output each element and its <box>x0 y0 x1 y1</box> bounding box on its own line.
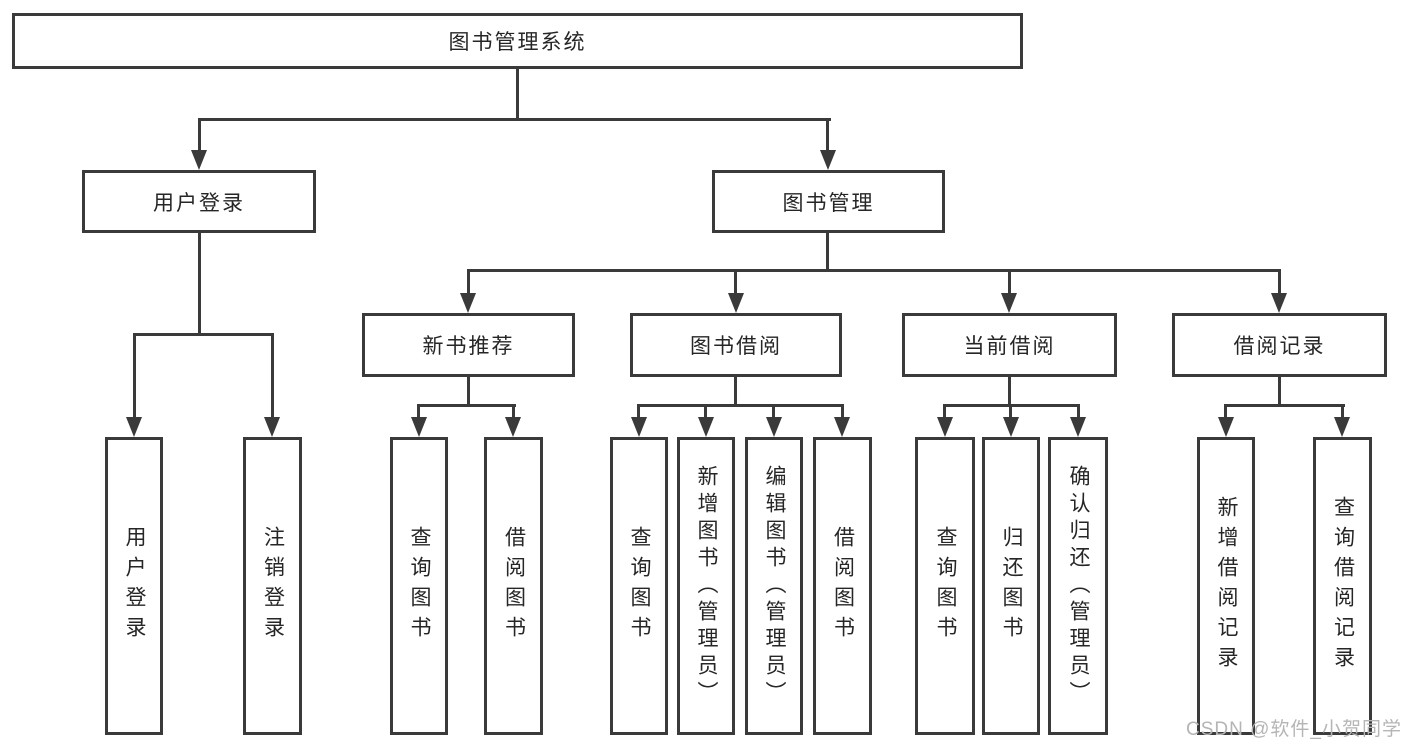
node-borrow-record: 借阅记录 <box>1172 313 1387 377</box>
arrowhead-br-add <box>1218 417 1234 437</box>
connector-drop-cb-return <box>1009 404 1012 419</box>
arrowhead-nb-query <box>411 417 427 437</box>
connector-drop-borrow-record <box>1278 269 1281 295</box>
node-book-borrow: 图书借阅 <box>630 313 842 377</box>
connector-drop-br-query <box>1341 404 1344 419</box>
connector-drop-br-add <box>1224 404 1227 419</box>
connector-book-borrow-rail <box>637 404 844 407</box>
connector-current-borrow-stem <box>1008 375 1011 407</box>
arrowhead-book-borrow <box>728 293 744 313</box>
connector-user-login-stem <box>198 231 201 335</box>
node-book-management-branch: 图书管理 <box>712 170 945 233</box>
leaf-current-query-books: 查询图书 <box>915 437 975 735</box>
connector-modules-rail <box>467 269 1281 272</box>
connector-root-stem <box>516 67 519 120</box>
arrowhead-cb-return <box>1003 417 1019 437</box>
arrowhead-user-login <box>191 150 207 170</box>
connector-drop-leaf-logout <box>271 333 274 419</box>
connector-drop-book-management <box>826 118 829 152</box>
arrowhead-cb-confirm <box>1070 417 1086 437</box>
leaf-borrow-query-books: 查询图书 <box>610 437 668 735</box>
arrowhead-bb-borrow <box>834 417 850 437</box>
connector-drop-current-borrow <box>1008 269 1011 295</box>
leaf-recommend-query-books: 查询图书 <box>390 437 448 735</box>
connector-drop-leaf-user-login <box>133 333 136 419</box>
arrowhead-bb-query <box>631 417 647 437</box>
connector-borrow-record-stem <box>1278 375 1281 407</box>
connector-drop-cb-query <box>943 404 946 419</box>
connector-drop-bb-borrow <box>841 404 844 419</box>
leaf-borrow-borrow-books: 借阅图书 <box>813 437 872 735</box>
connector-new-book-stem <box>467 375 470 407</box>
arrowhead-book-management <box>820 150 836 170</box>
connector-book-borrow-stem <box>734 375 737 407</box>
connector-drop-nb-borrow <box>512 404 515 419</box>
leaf-recommend-borrow-books: 借阅图书 <box>484 437 543 735</box>
leaf-borrow-add-books-admin: 新增图书（管理员） <box>677 437 735 735</box>
connector-user-login-rail <box>133 333 274 336</box>
connector-level2-rail <box>198 118 831 121</box>
arrowhead-current-borrow <box>1001 293 1017 313</box>
connector-drop-book-borrow <box>734 269 737 295</box>
node-root-system: 图书管理系统 <box>12 13 1023 69</box>
arrowhead-leaf-user-login <box>126 417 142 437</box>
connector-new-book-rail <box>417 404 516 407</box>
arrowhead-cb-query <box>937 417 953 437</box>
connector-drop-bb-add <box>704 404 707 419</box>
connector-book-management-stem <box>826 231 829 271</box>
arrowhead-bb-add <box>698 417 714 437</box>
connector-borrow-record-rail <box>1224 404 1345 407</box>
leaf-borrow-edit-books-admin: 编辑图书（管理员） <box>745 437 803 735</box>
connector-drop-nb-query <box>417 404 420 419</box>
node-new-book-recommend: 新书推荐 <box>362 313 575 377</box>
arrowhead-bb-edit <box>766 417 782 437</box>
leaf-record-query-borrow-record: 查询借阅记录 <box>1313 437 1372 735</box>
arrowhead-nb-borrow <box>505 417 521 437</box>
leaf-user-login: 用户登录 <box>105 437 163 735</box>
csdn-watermark: CSDN @软件_小贺同学 <box>1186 719 1402 740</box>
leaf-record-add-borrow-record: 新增借阅记录 <box>1197 437 1255 735</box>
leaf-current-confirm-return-admin: 确认归还（管理员） <box>1048 437 1108 735</box>
connector-drop-cb-confirm <box>1077 404 1080 419</box>
connector-drop-bb-edit <box>772 404 775 419</box>
leaf-logout: 注销登录 <box>243 437 302 735</box>
arrowhead-leaf-logout <box>264 417 280 437</box>
arrowhead-new-book <box>460 293 476 313</box>
connector-drop-new-book <box>467 269 470 295</box>
connector-drop-bb-query <box>637 404 640 419</box>
node-current-borrow: 当前借阅 <box>902 313 1117 377</box>
arrowhead-borrow-record <box>1271 293 1287 313</box>
leaf-current-return-books: 归还图书 <box>982 437 1040 735</box>
arrowhead-br-query <box>1334 417 1350 437</box>
node-user-login-branch: 用户登录 <box>82 170 316 233</box>
connector-drop-user-login <box>198 118 201 152</box>
